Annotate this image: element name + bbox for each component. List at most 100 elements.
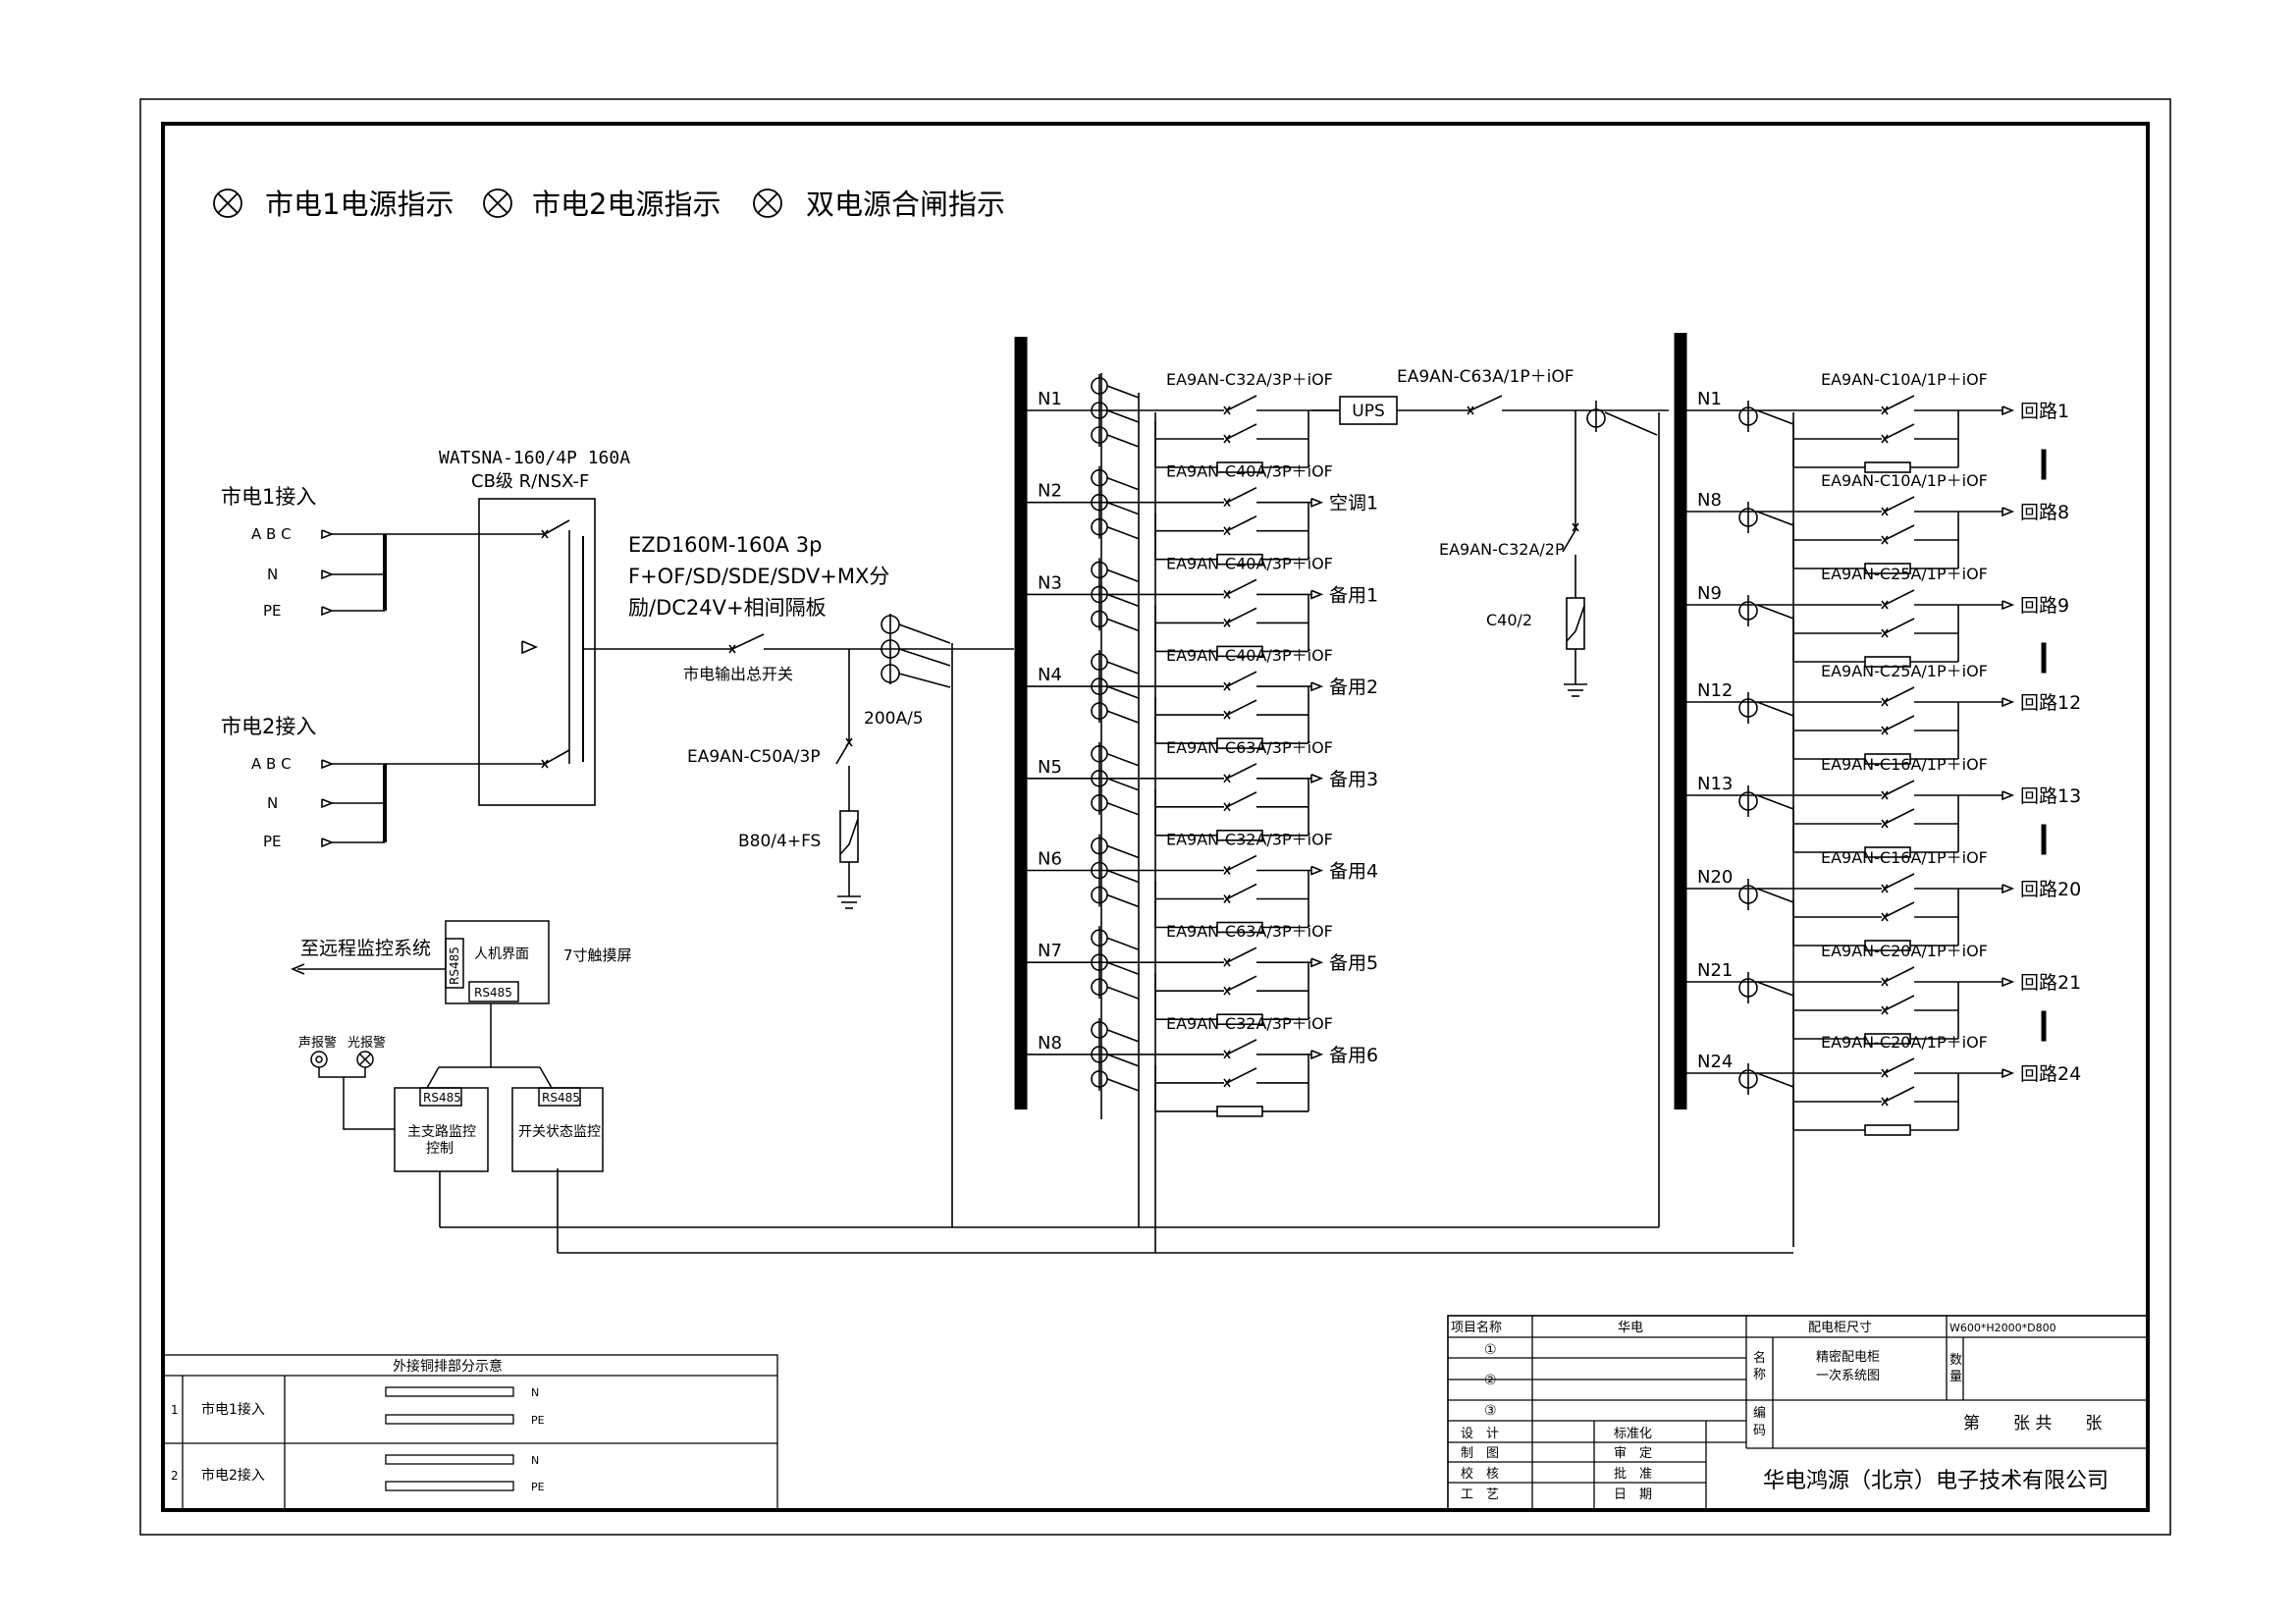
- bar-label: PE: [531, 1481, 545, 1493]
- breaker-label: EA9AN-C10A/1P＋iOF: [1821, 370, 1988, 389]
- spd-left: EA9AN-C50A/3P B80/4+FS: [687, 737, 861, 909]
- load-label: 回路12: [2020, 692, 2081, 714]
- row-name: 市电1接入: [201, 1401, 265, 1418]
- breaker-label: EA9AN-C32A/3P＋iOF: [1166, 370, 1333, 389]
- left-bus-branch: N7 EA9AN-C63A/3P＋iOF 备用5: [1021, 922, 1378, 1025]
- node-label: N24: [1697, 1052, 1733, 1072]
- load-label: 回路9: [2020, 595, 2069, 617]
- indicator-label: 双电源合闸指示: [806, 188, 1005, 221]
- monitoring-system: 至远程监控系统 RS485 RS485 人机界面 7寸触摸屏 RS485 主支路…: [291, 920, 632, 1172]
- lamp-icon: [753, 189, 782, 218]
- main-breaker-name: 市电输出总开关: [683, 665, 793, 683]
- continuation-dots: [2041, 449, 2047, 1042]
- name-label: 名: [1753, 1350, 1766, 1366]
- rs485-label: RS485: [542, 1091, 580, 1105]
- load-label: 备用5: [1329, 952, 1378, 974]
- outer-frame: [139, 98, 2171, 1536]
- breaker-label: EA9AN-C20A/1P＋iOF: [1821, 1033, 1988, 1052]
- arrow-icon: [1310, 957, 1324, 968]
- lamp-icon: [213, 189, 242, 218]
- breaker-label: EA9AN-C63A/3P＋iOF: [1166, 922, 1333, 941]
- breaker-label: EA9AN-C20A/1P＋iOF: [1821, 942, 1988, 960]
- screen-label: 7寸触摸屏: [563, 947, 632, 964]
- arrow-icon: [1310, 774, 1324, 784]
- node-label: N12: [1697, 680, 1733, 701]
- pe-label: PE: [263, 602, 282, 620]
- role-right: 批 准: [1614, 1467, 1652, 1482]
- node-label: N2: [1038, 481, 1062, 502]
- sound-alarm-label: 声报警: [298, 1035, 337, 1051]
- node-label: N1: [1697, 389, 1722, 409]
- row-no: 2: [171, 1469, 179, 1483]
- breaker-label: EA9AN-C32A/3P＋iOF: [1166, 1014, 1333, 1033]
- breaker-label: EA9AN-C16A/1P＋iOF: [1821, 755, 1988, 774]
- load-label: 回路13: [2020, 785, 2081, 807]
- spd-right: EA9AN-C32A/2P C40/2: [1439, 410, 1587, 697]
- spd-left-breaker: EA9AN-C50A/3P: [687, 747, 821, 767]
- indicator-dual: 双电源合闸指示: [753, 188, 1005, 221]
- arrow-icon: [2002, 884, 2015, 894]
- role-left: 工 艺: [1461, 1488, 1499, 1502]
- indicator-legend: 市电1电源指示 市电2电源指示 双电源合闸指示: [213, 188, 1005, 221]
- ups-out-breaker: EA9AN-C63A/1P＋iOF: [1397, 367, 1574, 387]
- ct-icon: [1586, 401, 1658, 436]
- title-block: 项目名称 华电 配电柜尺寸 W600*H2000*D800 ① ② ③ 名 称 …: [1447, 1315, 2149, 1511]
- copper-table-title: 外接铜排部分示意: [393, 1358, 503, 1375]
- node-label: N8: [1697, 490, 1722, 511]
- lamp-icon: [356, 1051, 374, 1068]
- arrow-icon: [2002, 1068, 2015, 1079]
- breaker-label: EA9AN-C16A/1P＋iOF: [1821, 848, 1988, 867]
- bar-label: PE: [531, 1414, 545, 1427]
- spd-left-arrester: B80/4+FS: [738, 832, 821, 851]
- arrow-icon: [1310, 497, 1324, 508]
- main-branch-label-2: 控制: [426, 1141, 454, 1157]
- arrow-icon: [2002, 697, 2015, 708]
- load-label: 备用2: [1329, 676, 1378, 698]
- arrow-icon: [2002, 600, 2015, 611]
- hmi-label: 人机界面: [474, 947, 529, 962]
- bar-label: N: [531, 1454, 539, 1467]
- copper-bar-table: 外接铜排部分示意 1 市电1接入 N PE 2 市电2接入 N PE: [162, 1354, 778, 1511]
- right-bus-branch: N21 EA9AN-C20A/1P＋iOF 回路21: [1681, 942, 2081, 1045]
- neutral-label: N: [267, 794, 278, 812]
- load-label: 备用4: [1329, 861, 1378, 883]
- ups-block: UPS EA9AN-C63A/1P＋iOF: [1311, 367, 1669, 436]
- breaker-label: EA9AN-C25A/1P＋iOF: [1821, 662, 1988, 680]
- size-value: W600*H2000*D800: [1949, 1322, 2056, 1334]
- fuse-icon: [1864, 1124, 1911, 1136]
- ats-model: WATSNA-160/4P 160A: [439, 448, 630, 468]
- spd-right-breaker: EA9AN-C32A/2P: [1439, 540, 1565, 559]
- circle-1: ①: [1484, 1342, 1497, 1358]
- circle-2: ②: [1484, 1373, 1497, 1388]
- node-label: N7: [1038, 941, 1062, 961]
- role-left: 校 核: [1461, 1466, 1499, 1482]
- node-label: N20: [1697, 867, 1733, 888]
- mains1-input: 市电1接入 A B C N PE: [221, 485, 510, 620]
- load-label: 回路8: [2020, 502, 2069, 523]
- pe-label: PE: [263, 833, 282, 850]
- code-label: 编: [1753, 1406, 1766, 1421]
- arrow-icon: [2002, 790, 2015, 801]
- rs485-label: RS485: [448, 947, 461, 985]
- load-label: 备用3: [1329, 769, 1378, 790]
- sheet-count: 第 张 共 张: [1963, 1414, 2102, 1434]
- arrow-icon: [1310, 589, 1324, 600]
- bottom-wiring: [439, 1168, 1793, 1254]
- row-name: 市电2接入: [201, 1467, 265, 1484]
- breaker-label: EA9AN-C10A/1P＋iOF: [1821, 471, 1988, 490]
- arrow-icon: [2002, 406, 2015, 416]
- node-label: N21: [1697, 960, 1733, 981]
- breaker-label: EA9AN-C40A/3P＋iOF: [1166, 646, 1333, 665]
- load-label: 回路21: [2020, 972, 2081, 994]
- phase-abc-label: A B C: [251, 755, 292, 773]
- arrow-icon: [2002, 977, 2015, 988]
- load-label: 回路24: [2020, 1063, 2081, 1085]
